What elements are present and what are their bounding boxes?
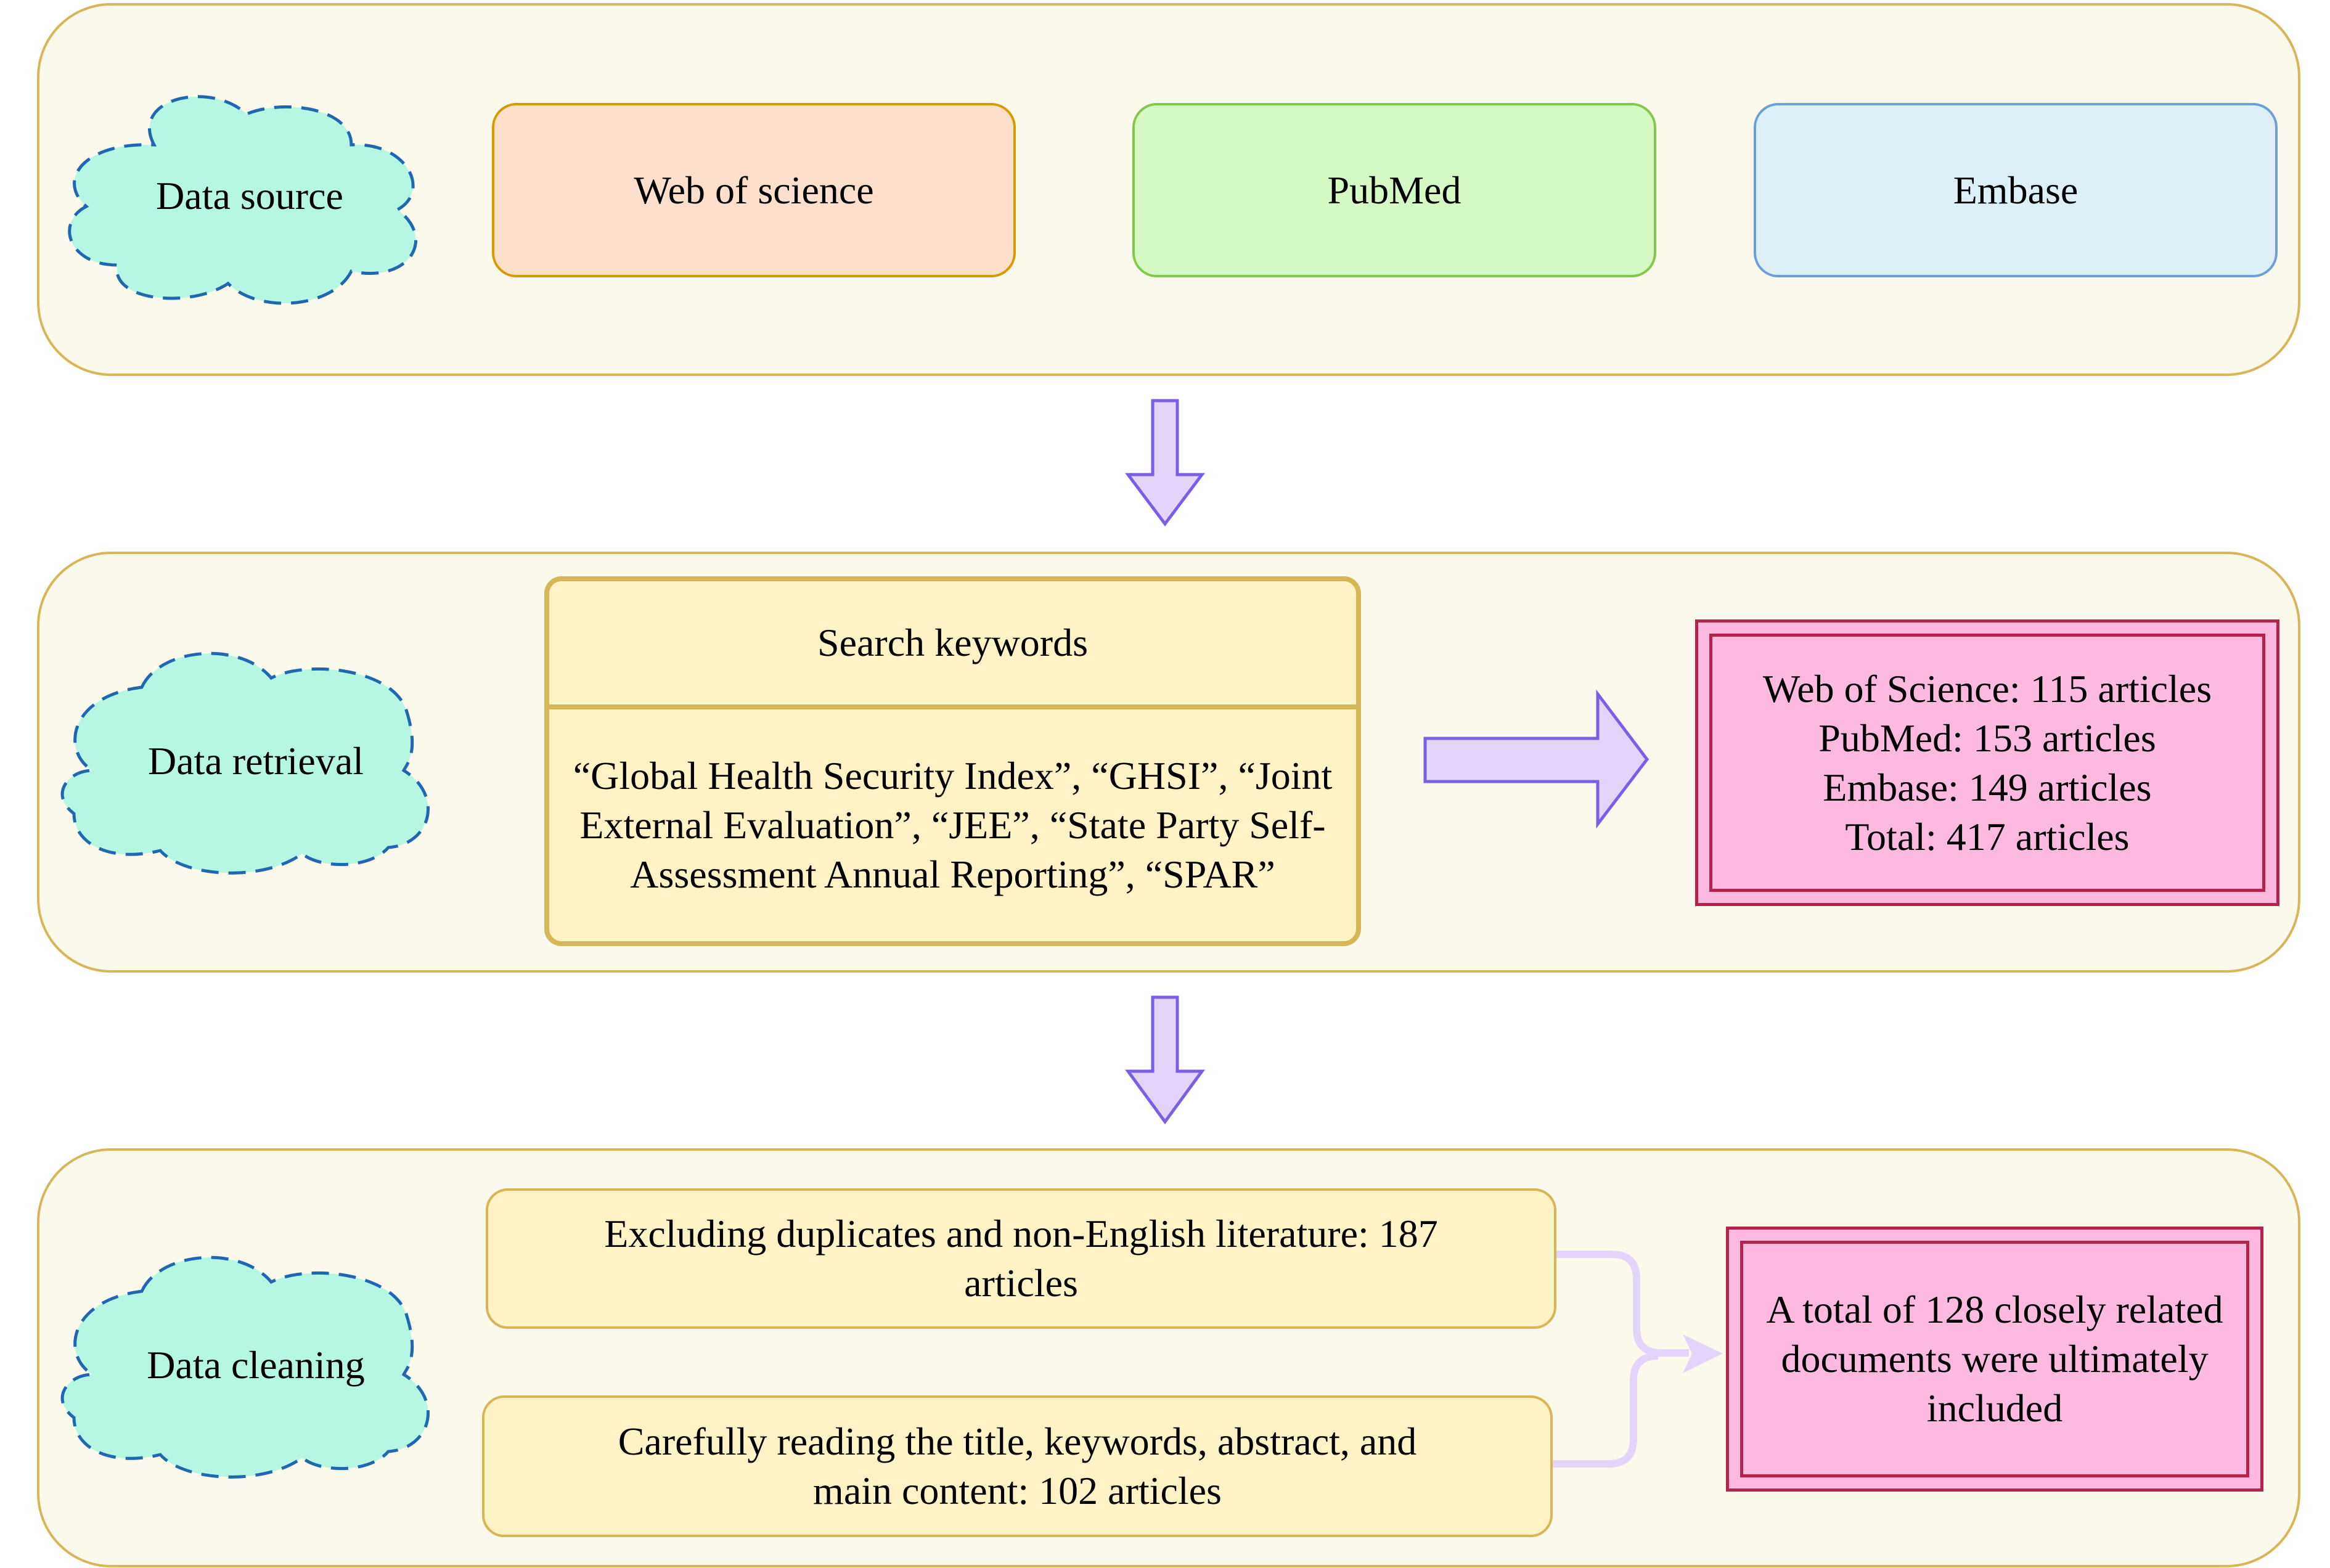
- down-arrow-icon: [1125, 399, 1205, 527]
- step-text: Carefully reading the title, keywords, a…: [618, 1419, 1417, 1513]
- cloud-icon: [60, 1256, 430, 1479]
- down-arrow-icon: [1125, 995, 1205, 1125]
- cloud-icon: [60, 651, 430, 875]
- merge-connector: [1553, 1352, 1659, 1468]
- search-keywords-card: Search keywords “Global Health Security …: [544, 576, 1361, 946]
- data-retrieval-cloud: Data retrieval: [60, 647, 450, 875]
- data-source-cloud: Data source: [62, 86, 438, 305]
- result-line: Web of Science: 115 articles: [1762, 666, 2212, 711]
- result-line: Total: 417 articles: [1845, 814, 2130, 859]
- source-pubmed: PubMed: [1132, 103, 1656, 277]
- source-label: Web of science: [634, 168, 874, 212]
- result-line: Embase: 149 articles: [1823, 765, 2152, 809]
- source-label: Embase: [1953, 168, 2079, 212]
- final-result-text: A total of 128 closely related documents…: [1740, 1241, 2249, 1477]
- retrieval-results-box: Web of Science: 115 articles PubMed: 153…: [1695, 619, 2279, 906]
- data-cleaning-label: Data cleaning: [147, 1343, 365, 1387]
- source-embase: Embase: [1754, 103, 2278, 277]
- data-cleaning-cloud: Data cleaning: [60, 1251, 450, 1479]
- result-line: PubMed: 153 articles: [1818, 716, 2156, 760]
- step-text: Excluding duplicates and non-English lit…: [604, 1212, 1438, 1305]
- cleaning-step-exclude: Excluding duplicates and non-English lit…: [486, 1188, 1556, 1329]
- data-source-label: Data source: [156, 173, 343, 218]
- search-keywords-text: “Global Health Security Index”, “GHSI”, …: [573, 754, 1333, 896]
- merge-connector: [1556, 1251, 1689, 1357]
- final-result-box: A total of 128 closely related documents…: [1726, 1227, 2263, 1492]
- source-web-of-science: Web of science: [492, 103, 1016, 277]
- connector-arrowhead-icon: [1683, 1334, 1723, 1373]
- right-arrow-icon: [1423, 689, 1649, 829]
- data-retrieval-label: Data retrieval: [148, 739, 364, 783]
- source-label: PubMed: [1327, 168, 1461, 212]
- retrieval-results-list: Web of Science: 115 articles PubMed: 153…: [1709, 634, 2265, 892]
- cleaning-step-reading: Carefully reading the title, keywords, a…: [482, 1395, 1553, 1537]
- search-keywords-title: Search keywords: [549, 581, 1356, 709]
- cloud-icon: [68, 95, 417, 305]
